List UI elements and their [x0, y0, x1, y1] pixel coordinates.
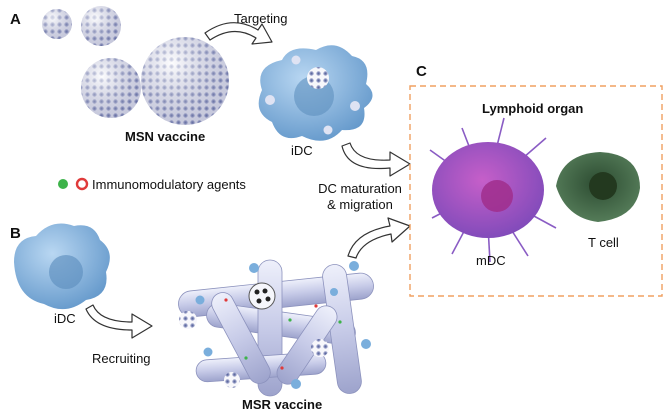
- sphere-icon: [81, 6, 121, 46]
- dc-maturation-label-line1: DC maturation: [318, 181, 402, 196]
- lymphoid-organ-title: Lymphoid organ: [482, 101, 584, 116]
- dc-maturation-label-line2: & migration: [327, 197, 393, 212]
- sphere-icon: [81, 58, 141, 118]
- dendritic-cell-icon: [258, 45, 373, 141]
- recruiting-label: Recruiting: [92, 351, 151, 366]
- rod-pore-ends: [179, 282, 329, 388]
- sphere-icon: [42, 9, 72, 39]
- t-cell-label: T cell: [588, 235, 619, 250]
- panel-label-b: B: [10, 225, 21, 242]
- dendritic-cell-icon: [14, 223, 110, 310]
- rod-icon: [211, 292, 271, 384]
- immunomodulatory-label: Immunomodulatory agents: [92, 177, 246, 192]
- panel-label-c: C: [416, 63, 427, 80]
- msr-scaffold: [178, 259, 374, 397]
- lymphoid-organ-box: [409, 85, 663, 297]
- recruited-cells: [195, 261, 371, 389]
- msn-spheres: [42, 6, 229, 125]
- mdc-label: mDC: [476, 253, 506, 268]
- msn-vaccine-label: MSN vaccine: [125, 129, 206, 144]
- t-cell-icon: [556, 152, 640, 222]
- panel-label-a: A: [10, 11, 21, 28]
- curved-arrow-icon: [341, 142, 411, 177]
- curved-arrow-icon: [347, 217, 411, 259]
- loaded-agents: [224, 298, 342, 370]
- curved-arrow-icon: [85, 304, 153, 339]
- msr-vaccine-label: MSR vaccine: [242, 397, 323, 412]
- sphere-icon: [141, 37, 229, 125]
- green-particle-icon: [58, 179, 68, 189]
- red-ring-icon: [75, 177, 89, 191]
- curved-arrow-icon: [204, 22, 273, 45]
- targeting-label: Targeting: [234, 11, 288, 26]
- idc-bottom-label: iDC: [54, 311, 76, 326]
- idc-top-label: iDC: [291, 143, 313, 158]
- mature-dendritic-cell-icon: [429, 117, 557, 263]
